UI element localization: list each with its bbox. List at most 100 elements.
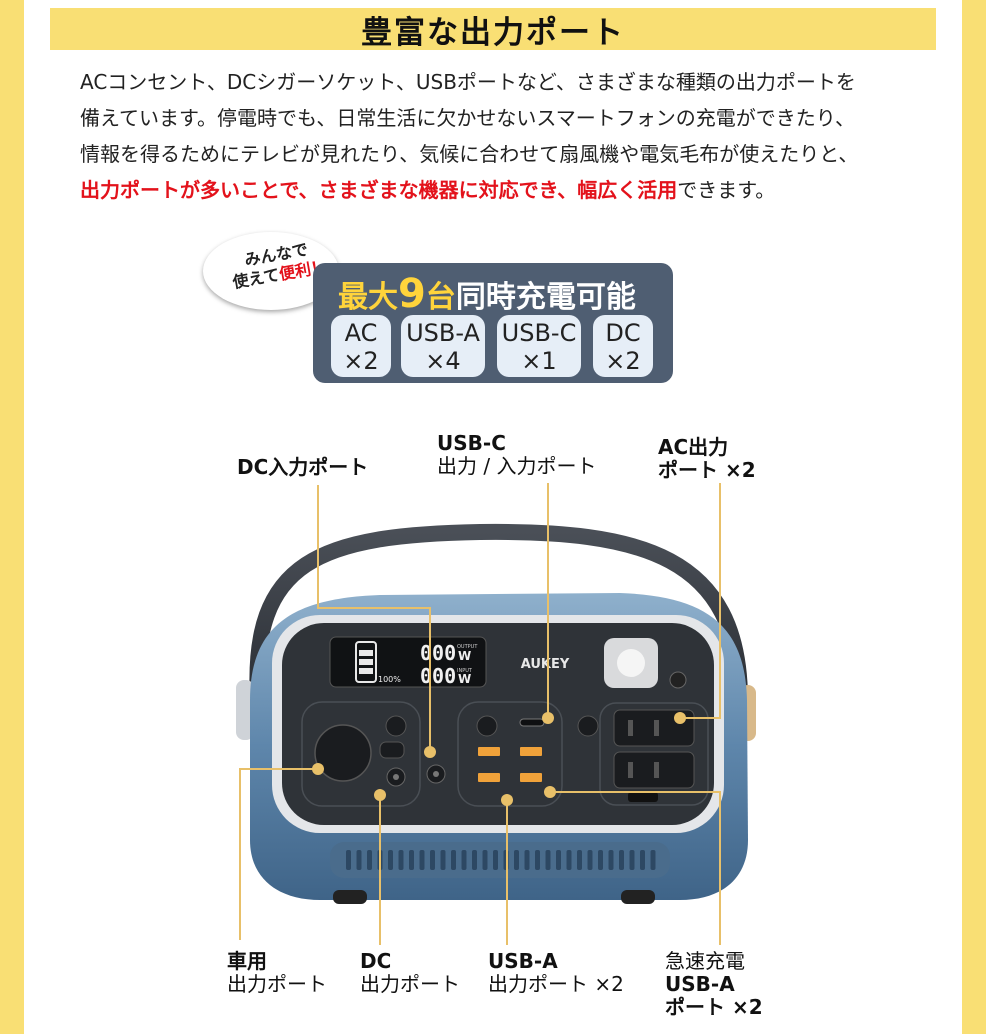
chip-count: ×2 [343,347,379,375]
lcd-top-digits: 000 [420,641,456,665]
leader-car [239,768,318,940]
chip-name: DC [605,319,641,347]
ac-panel [599,702,709,806]
callout-text: 出力ポート [227,972,327,996]
lcd-bottom-digits: 000 [420,664,456,688]
vent-slot [409,850,414,870]
brand-logo: AUKEY [521,657,570,672]
vent-slot [461,850,467,870]
dc-output-panel [301,701,421,807]
vent-slot [356,850,362,870]
intro-line: 情報を得るためにテレビが見れたり、気候に合わせて扇風機や電気毛布が使えたりと、 [80,142,859,166]
vent-slot [430,850,435,870]
chip-usb-a: USB-A ×4 [401,315,485,377]
ac-button [628,792,658,802]
vent-slot [556,850,561,870]
leader-lines [239,483,721,945]
foot-right [621,890,655,904]
callout-dc-out: DC 出力ポート [360,950,460,996]
chip-count: ×2 [605,347,641,375]
car-socket [314,724,372,782]
usb-a-port [478,773,500,782]
lcd-battery-pct: 100% [378,675,401,684]
carry-handle [249,523,748,708]
section-banner: 豊富な出力ポート [50,8,936,51]
vent-slot [482,850,488,870]
usb-a-quick-port [520,747,542,756]
callout-text: USB-A [488,949,558,973]
vent-slot [535,850,540,870]
usb-a-quick-port [520,773,542,782]
callout-text: DC [360,949,392,973]
right-border [962,0,986,1034]
callout-dc-input: DC入力ポート [237,456,368,479]
vent-slot [587,850,593,870]
vent-slot [440,850,446,870]
intro-paragraph: ACコンセント、DCシガーソケット、USBポートなど、さまざまな種類の出力ポート… [80,64,910,208]
intro-line: ACコンセント、DCシガーソケット、USBポートなど、さまざまな種類の出力ポート… [80,70,856,94]
lcd-output-label: OUTPUT [457,644,478,650]
leader-dots [312,712,686,806]
usb-c-port [519,718,545,727]
chip-name: USB-C [501,319,577,347]
vent-slot [367,850,372,870]
battery-gauge [355,641,377,683]
intro-line: 備えています。停電時でも、日常生活に欠かせないスマートフォンの充電ができたり、 [80,106,855,130]
page-title: 豊富な出力ポート [361,14,625,51]
lcd-top-unit: W [458,649,471,663]
badge-headline: 最大9台同時充電可能 [338,271,636,317]
callout-car: 車用 出力ポート [227,950,327,996]
callout-text: AC出力 [658,435,729,459]
lcd-bottom-unit: W [458,672,471,686]
callout-text: 出力 / 入力ポート [437,454,597,478]
lcd-input-label: INPUT [457,668,473,674]
vent-slot [577,850,582,870]
usb-panel [457,701,563,807]
capacity-badge: 最大9台同時充電可能 AC ×2 USB-A ×4 USB-C ×1 DC ×2 [313,263,673,383]
callout-text: USB-A [665,972,735,996]
callout-quick: 急速充電 USB-A ポート ×2 [665,950,763,1019]
vent-slot [398,850,404,870]
leader-quick [550,791,721,945]
lcd-display [329,636,487,688]
callout-text: 出力ポート ×2 [488,972,624,996]
chip-count: ×4 [425,347,461,375]
badge-prefix: 最大 [338,280,398,315]
chip-name: USB-A [406,319,480,347]
callout-text: DC入力ポート [237,455,369,479]
vent-slot [640,850,645,870]
intro-line-rest: できます。 [677,178,776,202]
vent-slot [598,850,603,870]
vent-slot [472,850,477,870]
vent-slot [451,850,456,870]
vent-slot [524,850,530,870]
callout-text: 出力ポート [360,972,460,996]
leader-ac [680,483,721,719]
callout-text: 急速充電 [665,949,745,973]
vent-slot [419,850,425,870]
chip-dc: DC ×2 [593,315,653,377]
vent-slot [388,850,393,870]
usb-a-port [478,747,500,756]
callout-text: 車用 [227,949,267,973]
vent-slot [545,850,551,870]
vent-slot [493,850,498,870]
callout-text: USB-C [437,431,506,455]
chip-usb-c: USB-C ×1 [497,315,581,377]
callout-usb-a: USB-A 出力ポート ×2 [488,950,624,996]
vent-slot [608,850,614,870]
vent-slot [346,850,351,870]
vent-slot [566,850,572,870]
vent-slot [619,850,624,870]
handle-hinge-left [236,680,254,740]
vent-slot [650,850,656,870]
callout-text: ポート ×2 [665,995,763,1019]
dc-out-button [385,715,407,737]
vent-grille [330,842,670,878]
light-button [669,671,687,689]
chip-name: AC [344,319,378,347]
usb-button [476,715,498,737]
left-border [0,0,24,1034]
vent-slot [514,850,519,870]
